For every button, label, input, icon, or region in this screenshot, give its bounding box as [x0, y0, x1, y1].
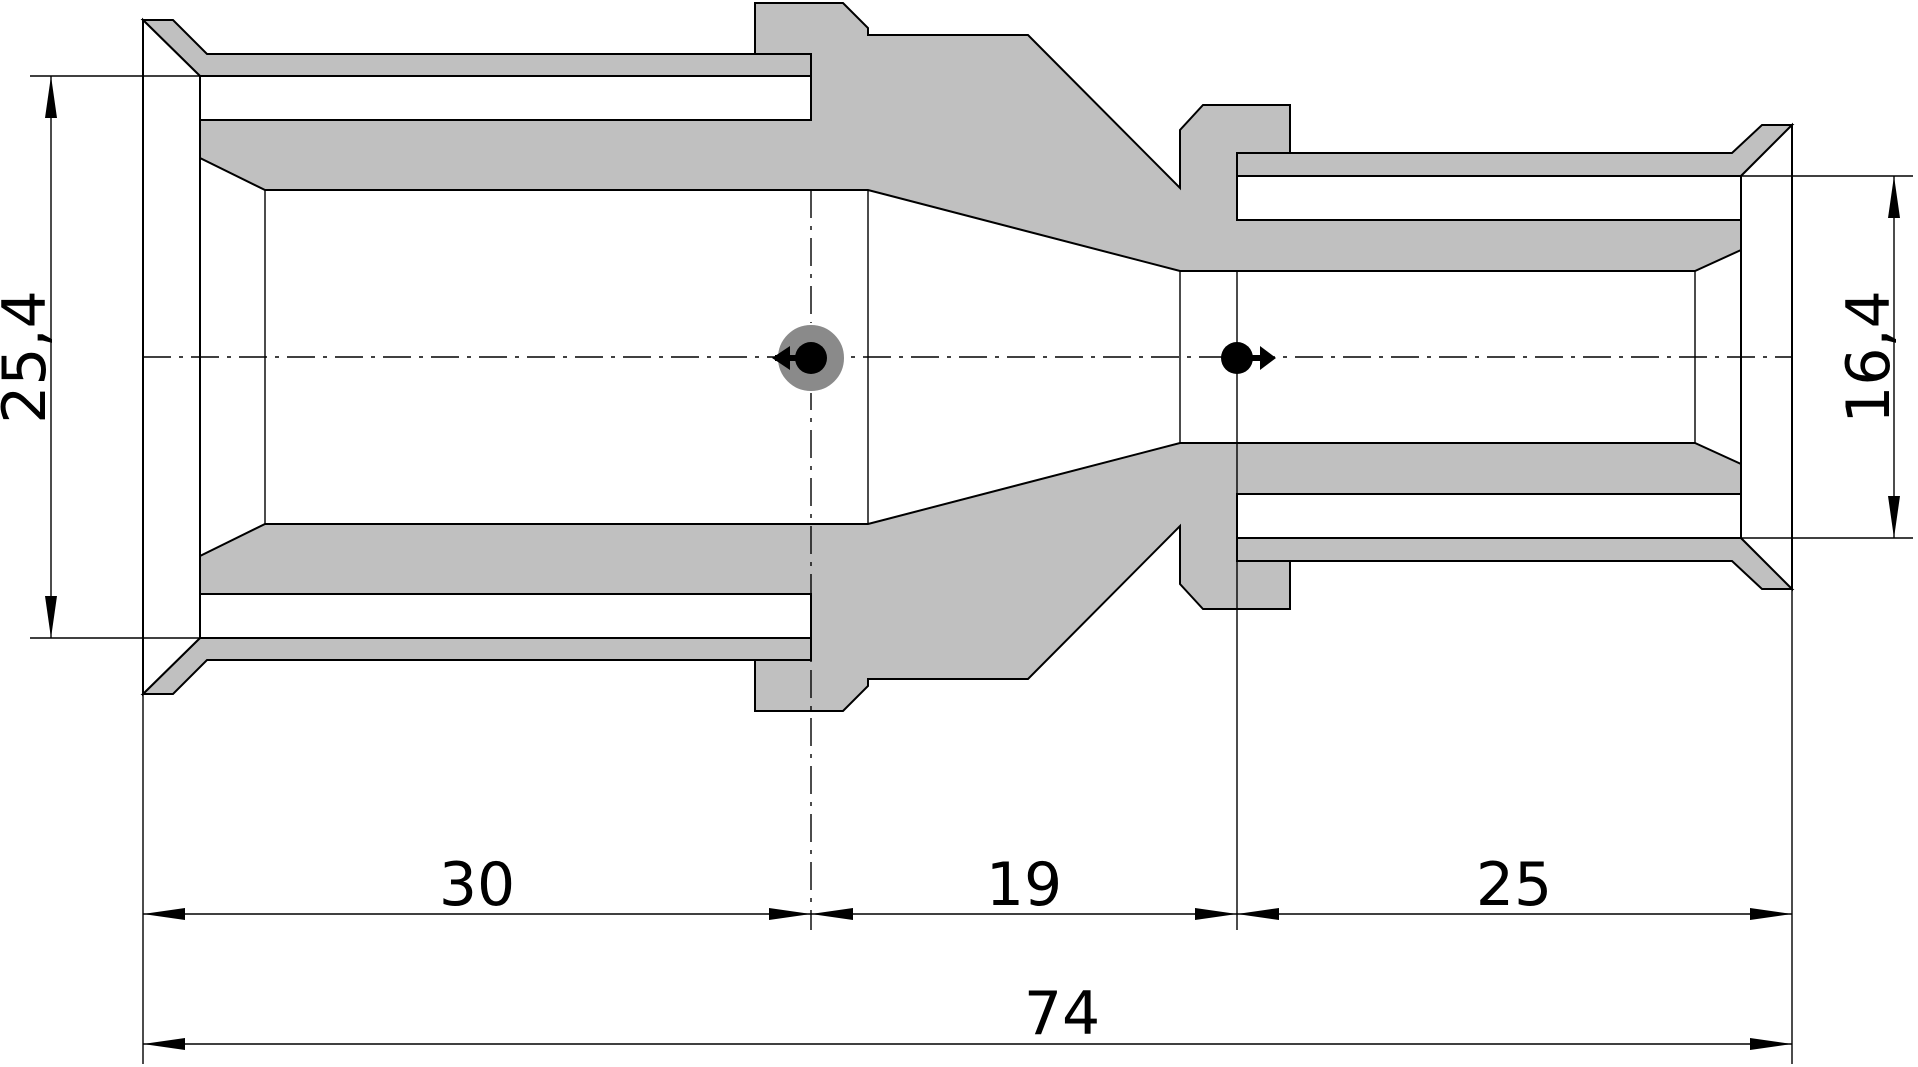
big-sleeve-upper-bore	[199, 75, 812, 121]
label-total-length: 74	[1024, 979, 1100, 1049]
small-sleeve-lower	[1236, 537, 1795, 590]
dimension-chain: 30 19 25	[143, 850, 1792, 920]
big-sleeve-lower	[140, 637, 812, 695]
label-middle-length: 19	[986, 850, 1062, 920]
extension-lines	[30, 75, 1913, 1064]
body-lower-half	[199, 442, 1742, 712]
label-small-diameter: 16,4	[1834, 290, 1904, 424]
big-sleeve-lower-bore	[199, 593, 812, 639]
inlet-marker	[772, 323, 846, 393]
big-sleeve-upper	[140, 19, 812, 77]
label-big-end-length: 30	[439, 850, 515, 920]
small-sleeve-upper-bore	[1236, 175, 1742, 221]
dimension-big-diameter: 25,4	[0, 76, 60, 638]
fitting-body	[140, 2, 1795, 712]
label-small-end-length: 25	[1476, 850, 1552, 920]
outlet-marker	[1221, 342, 1276, 374]
body-upper-half	[199, 2, 1742, 272]
small-sleeve-upper	[1236, 124, 1795, 177]
dimension-small-diameter: 16,4	[1834, 176, 1904, 538]
dimension-total: 74	[143, 979, 1792, 1050]
small-sleeve-lower-bore	[1236, 493, 1742, 539]
label-big-diameter: 25,4	[0, 290, 60, 424]
